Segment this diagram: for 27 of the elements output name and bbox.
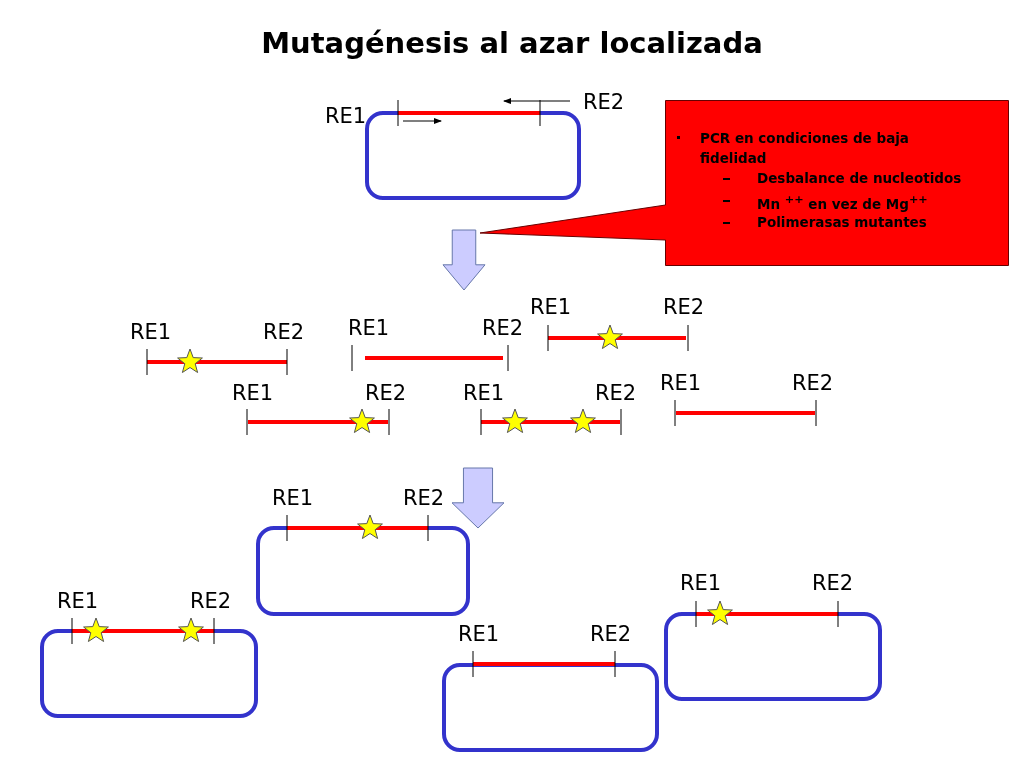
bullet-text: Desbalance de nucleotidos — [757, 169, 963, 188]
site-label: RE2 — [365, 381, 407, 405]
site-label: RE1 — [660, 371, 702, 395]
site-label: RE1 — [463, 381, 505, 405]
site-label: RE1 — [232, 381, 274, 405]
site-label: RE1 — [530, 295, 572, 319]
site-label: RE1 — [272, 486, 314, 510]
site-label: RE1 — [130, 320, 172, 344]
site-label: RE2 — [583, 90, 625, 114]
site-label: RE1 — [348, 316, 390, 340]
bullet-text: Polimerasas mutantes — [757, 213, 928, 232]
site-label: RE2 — [482, 316, 524, 340]
site-label: RE1 — [57, 589, 99, 613]
site-label: RE2 — [190, 589, 232, 613]
site-label: RE1 — [325, 104, 367, 128]
site-label: RE2 — [403, 486, 445, 510]
bullet-text: PCR en condiciones de baja fidelidad — [700, 129, 910, 168]
site-label: RE2 — [263, 320, 305, 344]
site-label: RE1 — [680, 571, 722, 595]
site-label: RE1 — [458, 622, 500, 646]
site-label: RE2 — [595, 381, 637, 405]
title: Mutagénesis al azar localizada — [260, 26, 764, 60]
bullet-text: Mn $^{++}$ en vez de Mg$^{++}$ — [757, 192, 929, 214]
site-label: RE2 — [663, 295, 705, 319]
site-label: RE2 — [812, 571, 854, 595]
site-label: RE2 — [590, 622, 632, 646]
site-label: RE2 — [792, 371, 834, 395]
